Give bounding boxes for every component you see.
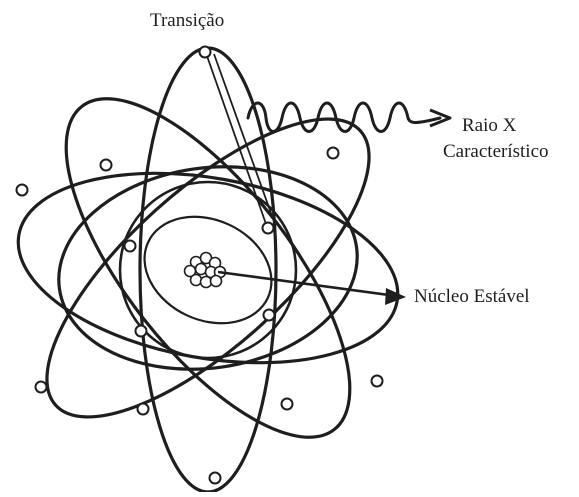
xray-wave bbox=[248, 103, 440, 132]
transition-label: Transição bbox=[150, 11, 224, 30]
electron bbox=[328, 148, 339, 159]
electron bbox=[264, 310, 275, 321]
electron bbox=[210, 473, 221, 484]
electron bbox=[17, 185, 28, 196]
nucleus bbox=[185, 253, 226, 288]
electron bbox=[36, 382, 47, 393]
electron bbox=[125, 241, 136, 252]
electron bbox=[136, 326, 147, 337]
electron bbox=[138, 404, 149, 415]
electron bbox=[200, 47, 211, 58]
xray-label-line1: Raio X bbox=[462, 116, 516, 135]
electron bbox=[101, 160, 112, 171]
electron bbox=[372, 376, 383, 387]
electron bbox=[282, 399, 293, 410]
xray-label-line2: Característico bbox=[443, 142, 549, 161]
nucleus-arrow-line bbox=[218, 272, 396, 296]
nucleus-label: Núcleo Estável bbox=[414, 287, 530, 306]
electron bbox=[263, 223, 274, 234]
